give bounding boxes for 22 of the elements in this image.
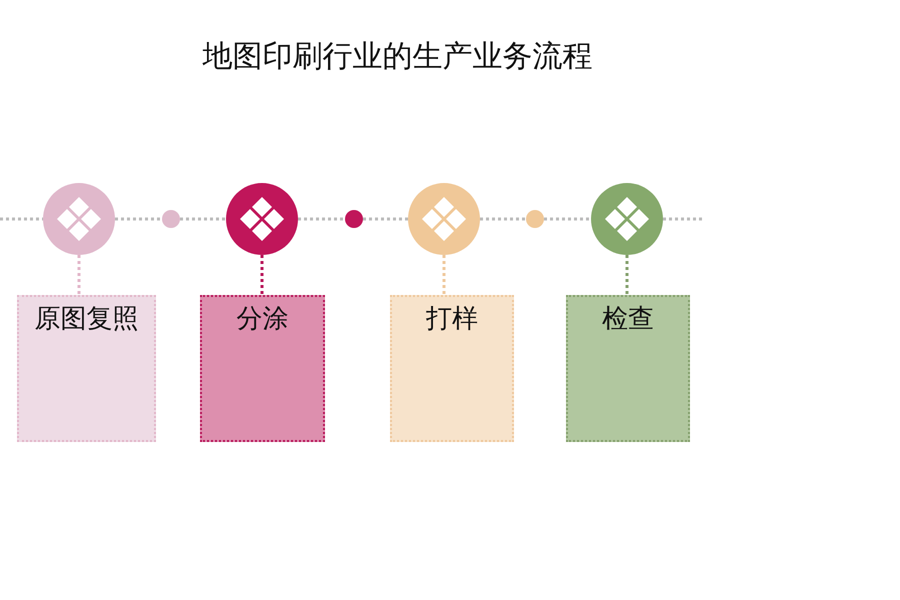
timeline-dot [162,210,180,228]
step-label: 分涂 [236,303,290,336]
step-label: 打样 [425,303,479,336]
step-label: 检查 [601,303,655,336]
connector-line [180,218,226,220]
step-label: 原图复照 [34,303,140,336]
connector-line [260,255,264,295]
step-box [566,295,690,442]
timeline-dot [345,210,363,228]
step-box [390,295,514,442]
step-box [17,295,156,442]
timeline-dot [526,210,544,228]
connector-line [442,255,446,295]
connector-line [480,218,526,220]
connector-line [363,218,408,220]
step-box [200,295,325,442]
connector-line [626,255,628,295]
connector-line [115,218,162,220]
connector-line [544,218,591,220]
connector-line [78,255,80,295]
diagram-title: 地图印刷行业的生产业务流程 [202,38,594,76]
connector-line [298,218,345,220]
